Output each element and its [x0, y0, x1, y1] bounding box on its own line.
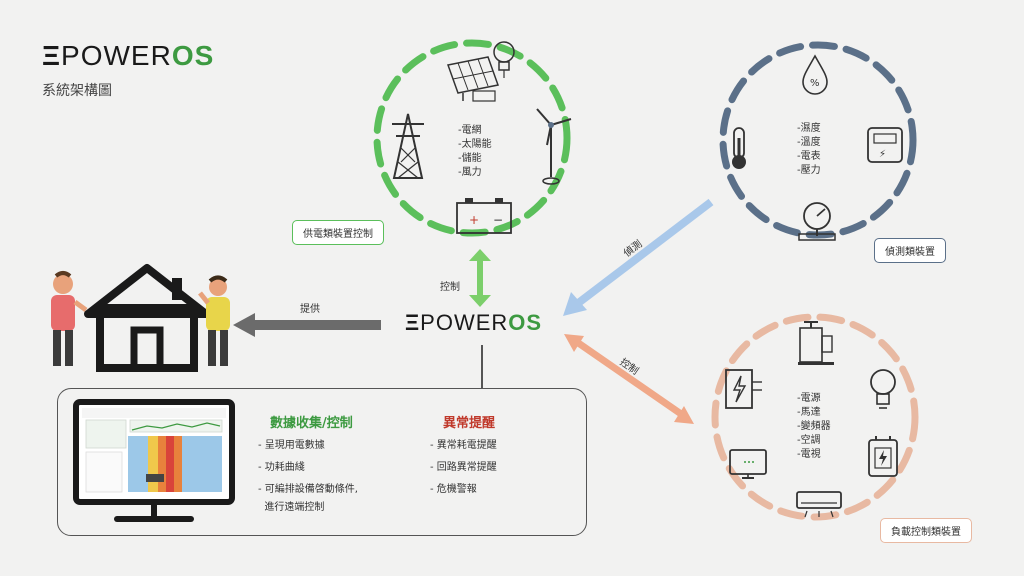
motor-pump-icon — [798, 321, 834, 365]
arrow-control-load — [564, 334, 694, 424]
monitor-icon — [73, 399, 235, 522]
arrow-detect — [563, 198, 714, 316]
arrow-label-provide: 提供 — [300, 304, 320, 315]
power-meter-icon: ⚡ — [867, 127, 903, 163]
house-icon — [84, 264, 210, 372]
brand-logo: ΞPOWEROS — [42, 40, 214, 72]
svg-text:⚡: ⚡ — [879, 149, 886, 160]
list-item: -電源 — [797, 393, 821, 404]
person-left-icon — [51, 271, 88, 366]
center-logo: ΞPOWEROS — [405, 310, 542, 336]
list-item: -風力 — [458, 167, 482, 178]
light-bulb-icon — [493, 41, 515, 78]
list-item: -太陽能 — [458, 139, 492, 150]
sensing-category-tag: 偵測類裝置 — [874, 238, 946, 263]
list-item: - 異常耗電提醒 — [430, 440, 497, 451]
load-category-tag: 負載控制類裝置 — [880, 518, 972, 543]
list-item: -馬達 — [797, 407, 821, 418]
arrow-provide — [233, 313, 381, 337]
list-item: -空調 — [797, 435, 821, 446]
pressure-gauge-icon — [798, 202, 836, 241]
power-tower-icon — [392, 113, 424, 179]
alert-list: - 異常耗電提醒 - 回路異常提醒 - 危機警報 — [430, 435, 497, 501]
air-conditioner-icon — [796, 491, 842, 518]
svg-text:−: − — [493, 213, 503, 227]
television-icon — [729, 449, 767, 479]
svg-text:+: + — [469, 213, 479, 227]
list-item: -儲能 — [458, 153, 482, 164]
list-item: - 回路異常提醒 — [430, 462, 497, 473]
svg-text:%: % — [810, 78, 820, 89]
list-item: -壓力 — [797, 165, 821, 176]
list-item: -電網 — [458, 125, 482, 136]
inverter-icon — [868, 436, 898, 477]
person-right-icon — [198, 275, 230, 366]
wind-turbine-icon — [536, 108, 572, 185]
list-item: - 可編排設備啓動條件, — [258, 484, 358, 495]
supply-device-list: -電網 -太陽能 -儲能 -風力 — [458, 124, 492, 180]
list-item: 進行遠端控制 — [258, 502, 325, 513]
load-ring — [711, 313, 919, 521]
list-item: -變頻器 — [797, 421, 831, 432]
data-collection-title: 數據收集/控制 — [270, 416, 353, 431]
solar-panel-icon — [447, 56, 499, 102]
light-bulb-icon — [870, 369, 896, 409]
list-item: - 呈現用電數據 — [258, 440, 325, 451]
humidity-drops-icon: % — [802, 54, 828, 95]
list-item: - 危機警報 — [430, 484, 477, 495]
load-device-list: -電源 -馬達 -變頻器 -空調 -電視 — [797, 392, 831, 462]
logo-e-mark-icon: Ξ — [42, 40, 62, 71]
list-item: -濕度 — [797, 123, 821, 134]
battery-icon: + − — [456, 198, 512, 234]
connector-line — [481, 345, 483, 388]
logo-e-mark-icon: Ξ — [405, 310, 421, 335]
power-source-icon — [725, 369, 762, 409]
list-item: -電視 — [797, 449, 821, 460]
logo-os-text: OS — [508, 310, 543, 335]
arrow-label-control-vertical: 控制 — [440, 282, 460, 293]
alert-title: 異常提醒 — [443, 416, 496, 431]
logo-power-text: POWER — [420, 310, 509, 335]
thermometer-icon — [732, 127, 746, 169]
list-item: -電表 — [797, 151, 821, 162]
sensing-device-list: -濕度 -溫度 -電表 -壓力 — [797, 122, 821, 178]
list-item: -溫度 — [797, 137, 821, 148]
page-subtitle: 系統架構圖 — [42, 83, 112, 99]
list-item: - 功耗曲綫 — [258, 462, 305, 473]
logo-power-text: POWER — [61, 40, 172, 71]
supply-category-tag: 供電類裝置控制 — [292, 220, 384, 245]
logo-os-text: OS — [171, 40, 215, 71]
data-collection-list: - 呈現用電數據 - 功耗曲綫 - 可編排設備啓動條件, 進行遠端控制 — [258, 435, 358, 515]
arrow-control-vertical — [469, 249, 491, 307]
